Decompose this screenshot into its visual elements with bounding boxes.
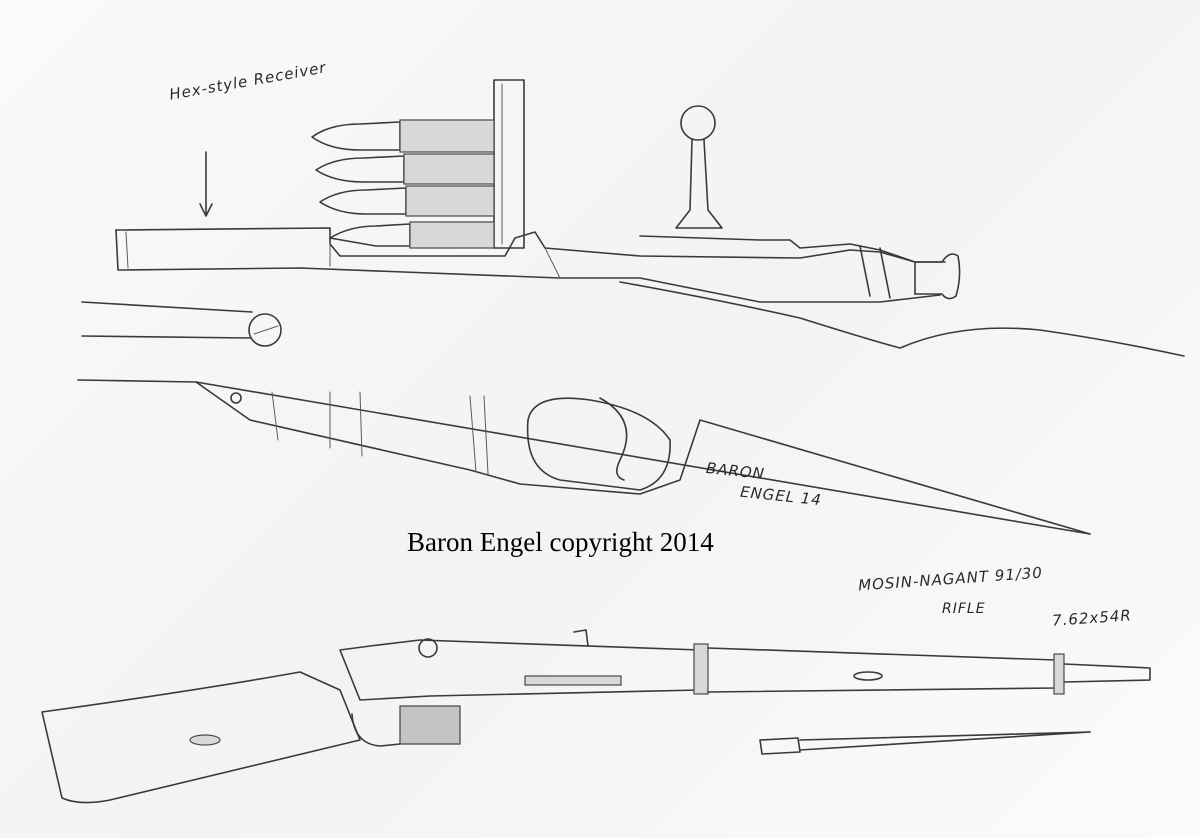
- bolt-handle: [675, 139, 723, 229]
- stripper-clip: [493, 79, 525, 249]
- forend: [707, 647, 1057, 693]
- cartridges: [311, 119, 495, 249]
- stock-screw: [248, 313, 282, 347]
- trigger: [599, 397, 628, 481]
- bolt-knob: [680, 105, 716, 141]
- rifle-ejection-port: [524, 675, 622, 686]
- cocking-piece: [914, 253, 961, 300]
- stock-comb-line: [619, 281, 1185, 357]
- rifle-trigger-guard: [351, 713, 401, 747]
- bolt-body: [639, 235, 916, 295]
- stock-lower-line: [77, 379, 1091, 535]
- trigger-guard: [526, 397, 671, 491]
- rifle-magazine: [399, 705, 461, 745]
- escutcheon: [230, 392, 242, 404]
- receiver-bottom-line: [115, 229, 941, 303]
- copyright-watermark: Baron Engel copyright 2014: [407, 527, 714, 557]
- full-rifle-drawing: [41, 629, 1151, 804]
- barrel-muzzle: [1063, 663, 1151, 683]
- receiver-detail-drawing: [115, 79, 961, 303]
- receiver-arrowhead: [199, 203, 213, 217]
- buttstock: [41, 671, 361, 804]
- bayonet-socket: [759, 737, 801, 755]
- front-band: [1053, 653, 1065, 695]
- rifle-receiver: [339, 639, 701, 701]
- bayonet-blade: [799, 731, 1091, 751]
- model-type-label: RIFLE: [942, 601, 986, 617]
- barrel-band: [693, 643, 709, 695]
- receiver-top-line: [115, 227, 946, 263]
- stock-contour: [77, 281, 1185, 535]
- rifle-bolt-knob: [418, 638, 438, 658]
- sling-swivel: [189, 734, 221, 746]
